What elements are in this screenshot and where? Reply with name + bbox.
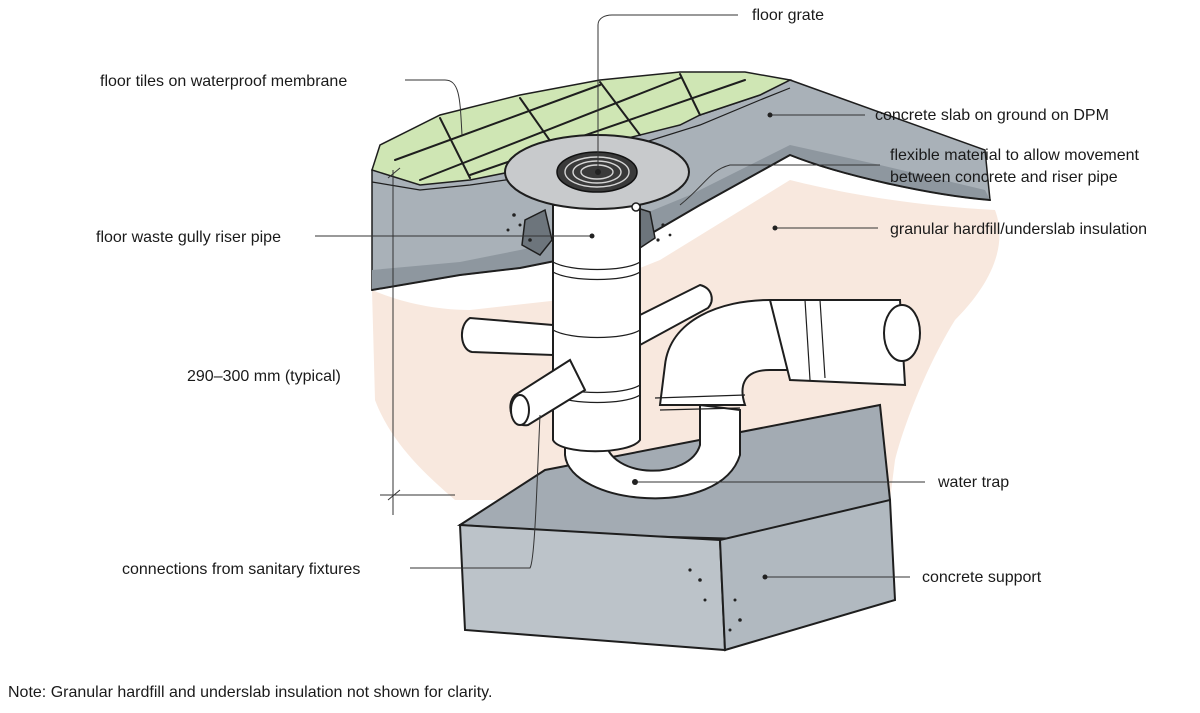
label-concrete-slab: concrete slab on ground on DPM bbox=[875, 107, 1109, 124]
label-connections: connections from sanitary fixtures bbox=[122, 561, 360, 578]
leader-dots bbox=[589, 112, 778, 580]
water-trap bbox=[564, 403, 741, 500]
label-flexible-material-2: between concrete and riser pipe bbox=[890, 169, 1118, 186]
label-hardfill: granular hardfill/underslab insulation bbox=[890, 221, 1147, 238]
label-concrete-support: concrete support bbox=[922, 569, 1042, 586]
label-flexible-material-1: flexible material to allow movement bbox=[890, 147, 1140, 164]
leader-lines bbox=[315, 14, 925, 578]
concrete-support-front bbox=[458, 523, 727, 652]
concrete-slab-lower-edge bbox=[372, 145, 990, 290]
support-speckles bbox=[688, 568, 742, 632]
branch-pipe-end bbox=[510, 394, 530, 426]
pipe-coupling-lines bbox=[654, 299, 826, 411]
concrete-support-side bbox=[718, 498, 897, 652]
label-dimension: 290–300 mm (typical) bbox=[187, 368, 341, 385]
floor-grate-rings bbox=[564, 156, 630, 188]
slab-speckles bbox=[506, 213, 672, 242]
flexible-material-left bbox=[521, 208, 553, 256]
branch-connection-upper bbox=[461, 316, 554, 357]
label-floor-grate: floor grate bbox=[752, 7, 824, 24]
label-riser-pipe: floor waste gully riser pipe bbox=[96, 229, 281, 246]
riser-pipe-rings bbox=[552, 261, 641, 404]
horizontal-pipe bbox=[768, 299, 907, 387]
branch-connection-right bbox=[639, 283, 713, 347]
riser-pipe bbox=[552, 204, 641, 453]
footnote: Note: Granular hardfill and underslab in… bbox=[8, 684, 493, 701]
label-floor-tiles: floor tiles on waterproof membrane bbox=[100, 73, 347, 90]
label-water-trap: water trap bbox=[937, 474, 1009, 491]
dimension-line bbox=[380, 167, 455, 515]
pipe-end bbox=[883, 304, 921, 362]
